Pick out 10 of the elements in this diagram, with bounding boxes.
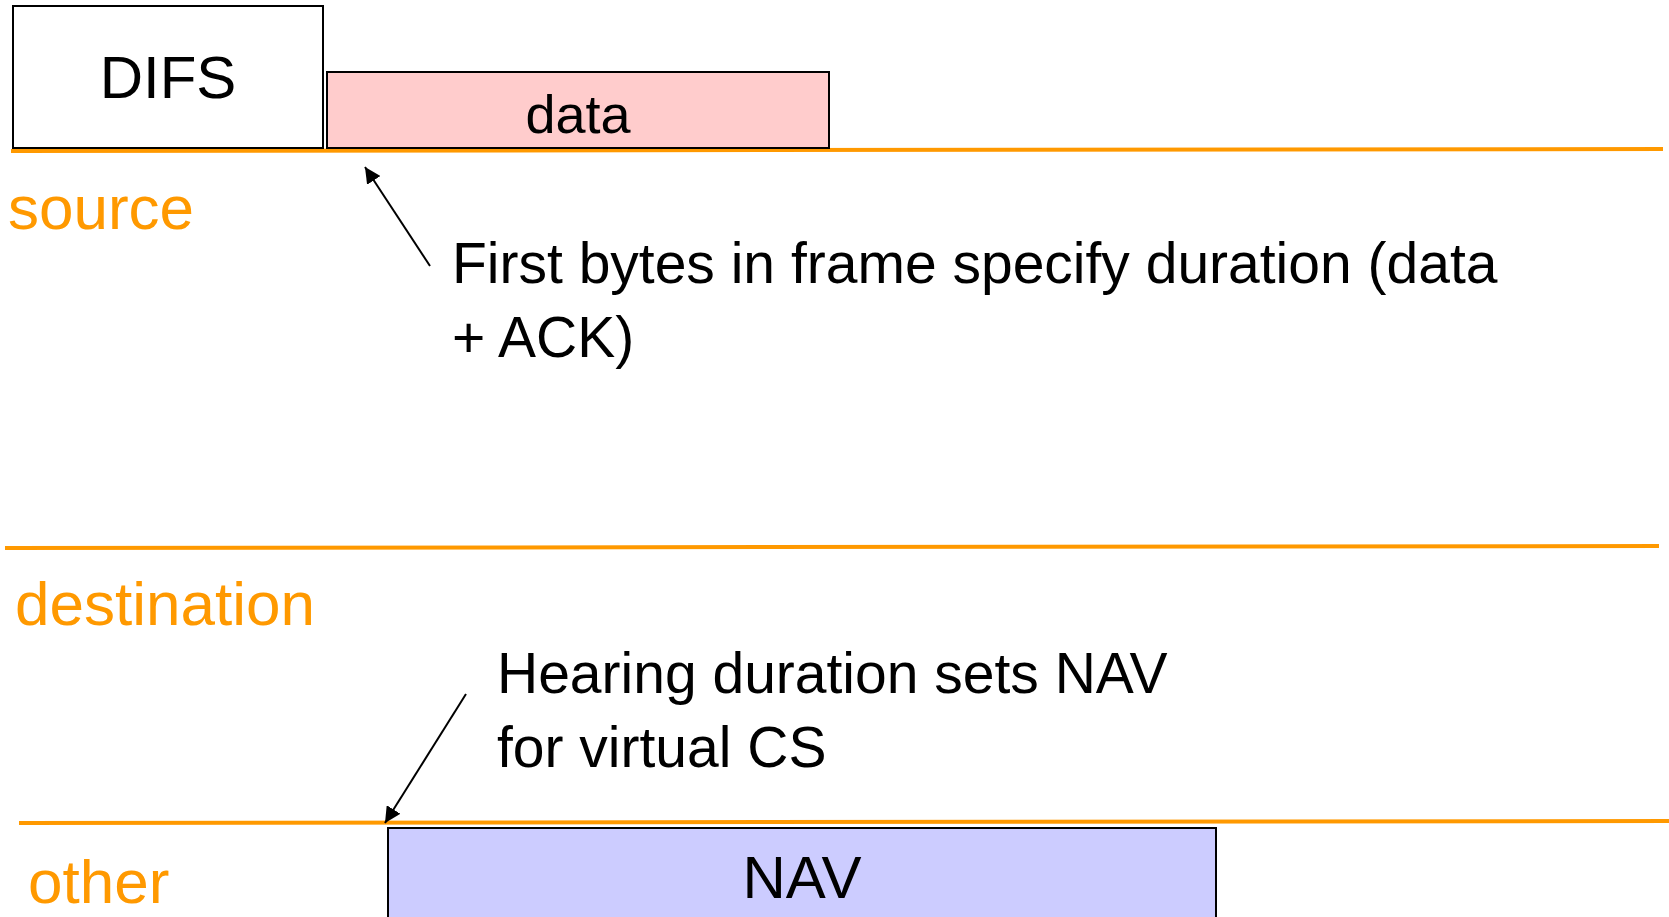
lane-label: other <box>28 849 170 915</box>
lane-label: source <box>8 175 195 241</box>
annotation-text: First bytes in frame specify duration (data + ACK) <box>452 226 1502 374</box>
interval-box: DIFS <box>12 5 324 149</box>
lane-label: destination <box>15 571 315 637</box>
frame-box: data <box>326 71 830 149</box>
interval-box: NAV <box>387 827 1217 917</box>
leader-arrow <box>364 166 431 267</box>
annotation-text: Hearing duration sets NAV for virtual CS <box>497 636 1197 784</box>
leader-arrow <box>384 693 467 824</box>
